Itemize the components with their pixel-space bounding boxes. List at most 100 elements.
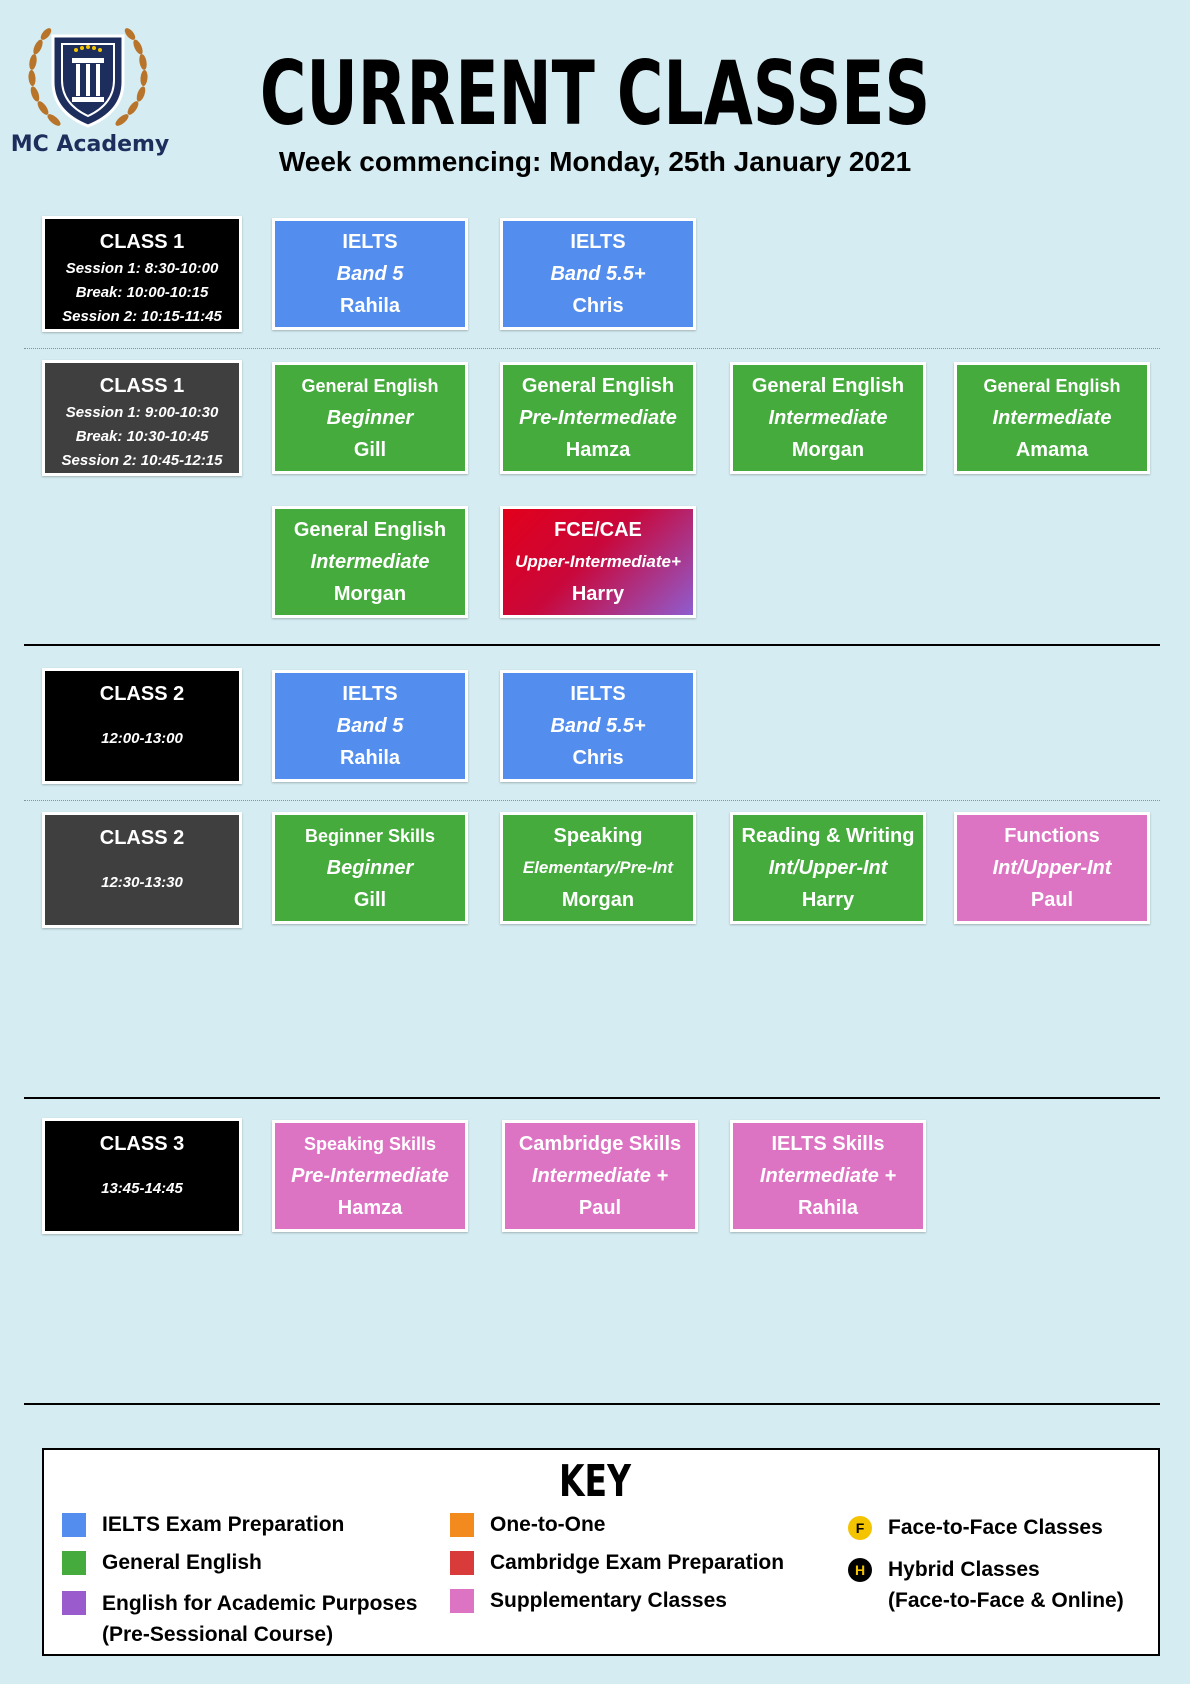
class-label-session: Session 1: 8:30-10:00 bbox=[65, 260, 219, 277]
course-level: Band 5 bbox=[336, 263, 404, 285]
class-card[interactable]: IELTS Band 5.5+ Chris bbox=[500, 218, 696, 330]
key-label-eap: English for Academic Purposes bbox=[102, 1592, 418, 1615]
course-name: IELTS Skills bbox=[771, 1133, 885, 1155]
course-level: Beginner bbox=[326, 857, 414, 879]
class-3-label: CLASS 3 13:45-14:45 bbox=[42, 1118, 242, 1234]
course-level: Upper-Intermediate+ bbox=[515, 552, 681, 571]
class-card[interactable]: General English Intermediate Amama bbox=[954, 362, 1150, 474]
key-label-supplementary: Supplementary Classes bbox=[490, 1589, 727, 1612]
teacher-name: Chris bbox=[572, 295, 624, 317]
class-card[interactable]: Speaking Skills Pre-Intermediate Hamza bbox=[272, 1120, 468, 1232]
class-card[interactable]: General English Intermediate Morgan bbox=[272, 506, 468, 618]
class-card[interactable]: Beginner Skills Beginner Gill bbox=[272, 812, 468, 924]
class-1-late-label: CLASS 1 Session 1: 9:00-10:30 Break: 10:… bbox=[42, 360, 242, 476]
key-label-ielts: IELTS Exam Preparation bbox=[102, 1513, 345, 1536]
class-card[interactable]: IELTS Band 5 Rahila bbox=[272, 218, 468, 330]
class-label-time: 12:00-13:00 bbox=[101, 730, 183, 747]
hybrid-icon: H bbox=[848, 1558, 872, 1582]
teacher-name: Paul bbox=[578, 1197, 622, 1219]
key-label-cambridge: Cambridge Exam Preparation bbox=[490, 1551, 785, 1574]
course-name: Beginner Skills bbox=[304, 826, 436, 846]
section-divider bbox=[24, 1097, 1160, 1099]
class-label-session: Session 1: 9:00-10:30 bbox=[65, 404, 219, 421]
course-name: IELTS bbox=[570, 683, 626, 705]
class-label-title: CLASS 1 bbox=[99, 375, 185, 397]
course-level: Band 5 bbox=[336, 715, 404, 737]
week-subtitle: Week commencing: Monday, 25th January 20… bbox=[278, 146, 912, 177]
key-label-hybrid: Hybrid Classes bbox=[888, 1558, 1040, 1581]
course-level: Intermediate + bbox=[759, 1165, 897, 1187]
key-panel bbox=[42, 1448, 1160, 1656]
course-name: Speaking bbox=[553, 825, 643, 847]
teacher-name: Chris bbox=[572, 747, 624, 769]
section-divider bbox=[24, 644, 1160, 646]
class-card[interactable]: Cambridge Skills Intermediate + Paul bbox=[502, 1120, 698, 1232]
class-label-title: CLASS 2 bbox=[99, 683, 185, 705]
mc-academy-logo-icon bbox=[28, 28, 148, 128]
teacher-name: Hamza bbox=[337, 1197, 403, 1219]
course-name: General English bbox=[301, 376, 439, 396]
class-card[interactable]: FCE/CAE Upper-Intermediate+ Harry bbox=[500, 506, 696, 618]
teacher-name: Rahila bbox=[339, 747, 401, 769]
course-level: Intermediate bbox=[768, 407, 888, 429]
section-divider bbox=[24, 1403, 1160, 1405]
eap-swatch bbox=[62, 1591, 86, 1615]
class-card[interactable]: Functions Int/Upper-Int Paul bbox=[954, 812, 1150, 924]
class-2-late-label: CLASS 2 12:30-13:30 bbox=[42, 812, 242, 928]
class-card[interactable]: IELTS Skills Intermediate + Rahila bbox=[730, 1120, 926, 1232]
class-label-session: Session 2: 10:15-11:45 bbox=[62, 308, 222, 325]
key-title: KEY bbox=[558, 1456, 631, 1507]
class-card[interactable]: IELTS Band 5 Rahila bbox=[272, 670, 468, 782]
course-name: FCE/CAE bbox=[554, 519, 642, 541]
class-card[interactable]: Reading & Writing Int/Upper-Int Harry bbox=[730, 812, 926, 924]
class-card[interactable]: IELTS Band 5.5+ Chris bbox=[500, 670, 696, 782]
teacher-name: Hamza bbox=[565, 439, 631, 461]
course-name: Functions bbox=[1004, 825, 1100, 847]
class-card[interactable]: General English Pre-Intermediate Hamza bbox=[500, 362, 696, 474]
course-name: Cambridge Skills bbox=[518, 1133, 682, 1155]
course-level: Elementary/Pre-Int bbox=[522, 858, 674, 877]
course-level: Band 5.5+ bbox=[550, 715, 646, 737]
class-label-title: CLASS 1 bbox=[99, 231, 185, 253]
class-label-title: CLASS 2 bbox=[99, 827, 185, 849]
teacher-name: Paul bbox=[1030, 889, 1074, 911]
class-card[interactable]: General English Beginner Gill bbox=[272, 362, 468, 474]
class-card[interactable]: General English Intermediate Morgan bbox=[730, 362, 926, 474]
class-label-break: Break: 10:30-10:45 bbox=[75, 428, 209, 445]
teacher-name: Rahila bbox=[339, 295, 401, 317]
course-level: Intermediate bbox=[310, 551, 430, 573]
course-name: IELTS bbox=[342, 683, 398, 705]
teacher-name: Rahila bbox=[797, 1197, 859, 1219]
supplementary-swatch bbox=[450, 1589, 474, 1613]
teacher-name: Morgan bbox=[561, 889, 635, 911]
class-label-title: CLASS 3 bbox=[99, 1133, 185, 1155]
course-name: Reading & Writing bbox=[741, 825, 915, 847]
teacher-name: Morgan bbox=[791, 439, 865, 461]
row-divider bbox=[24, 348, 1160, 349]
brand-name: MC Academy bbox=[10, 132, 170, 157]
course-name: IELTS bbox=[570, 231, 626, 253]
course-level: Int/Upper-Int bbox=[768, 857, 888, 879]
key-label-eap-sub: (Pre-Sessional Course) bbox=[102, 1623, 334, 1646]
course-name: IELTS bbox=[342, 231, 398, 253]
course-level: Beginner bbox=[326, 407, 414, 429]
one-to-one-swatch bbox=[450, 1513, 474, 1537]
face-to-face-icon: F bbox=[848, 1516, 872, 1540]
course-name: General English bbox=[521, 375, 675, 397]
class-card[interactable]: Speaking Elementary/Pre-Int Morgan bbox=[500, 812, 696, 924]
ielts-swatch bbox=[62, 1513, 86, 1537]
course-name: Speaking Skills bbox=[303, 1134, 437, 1154]
class-1-early-label: CLASS 1 Session 1: 8:30-10:00 Break: 10:… bbox=[42, 216, 242, 332]
teacher-name: Morgan bbox=[333, 583, 407, 605]
course-level: Pre-Intermediate bbox=[291, 1165, 449, 1187]
teacher-name: Harry bbox=[801, 889, 855, 911]
course-name: General English bbox=[293, 519, 447, 541]
class-2-early-label: CLASS 2 12:00-13:00 bbox=[42, 668, 242, 784]
course-level: Int/Upper-Int bbox=[992, 857, 1112, 879]
course-name: General English bbox=[983, 376, 1121, 396]
key-label-general-english: General English bbox=[102, 1551, 262, 1574]
class-label-break: Break: 10:00-10:15 bbox=[75, 284, 209, 301]
class-label-time: 13:45-14:45 bbox=[101, 1180, 183, 1197]
course-level: Pre-Intermediate bbox=[519, 407, 677, 429]
teacher-name: Amama bbox=[1015, 439, 1089, 461]
